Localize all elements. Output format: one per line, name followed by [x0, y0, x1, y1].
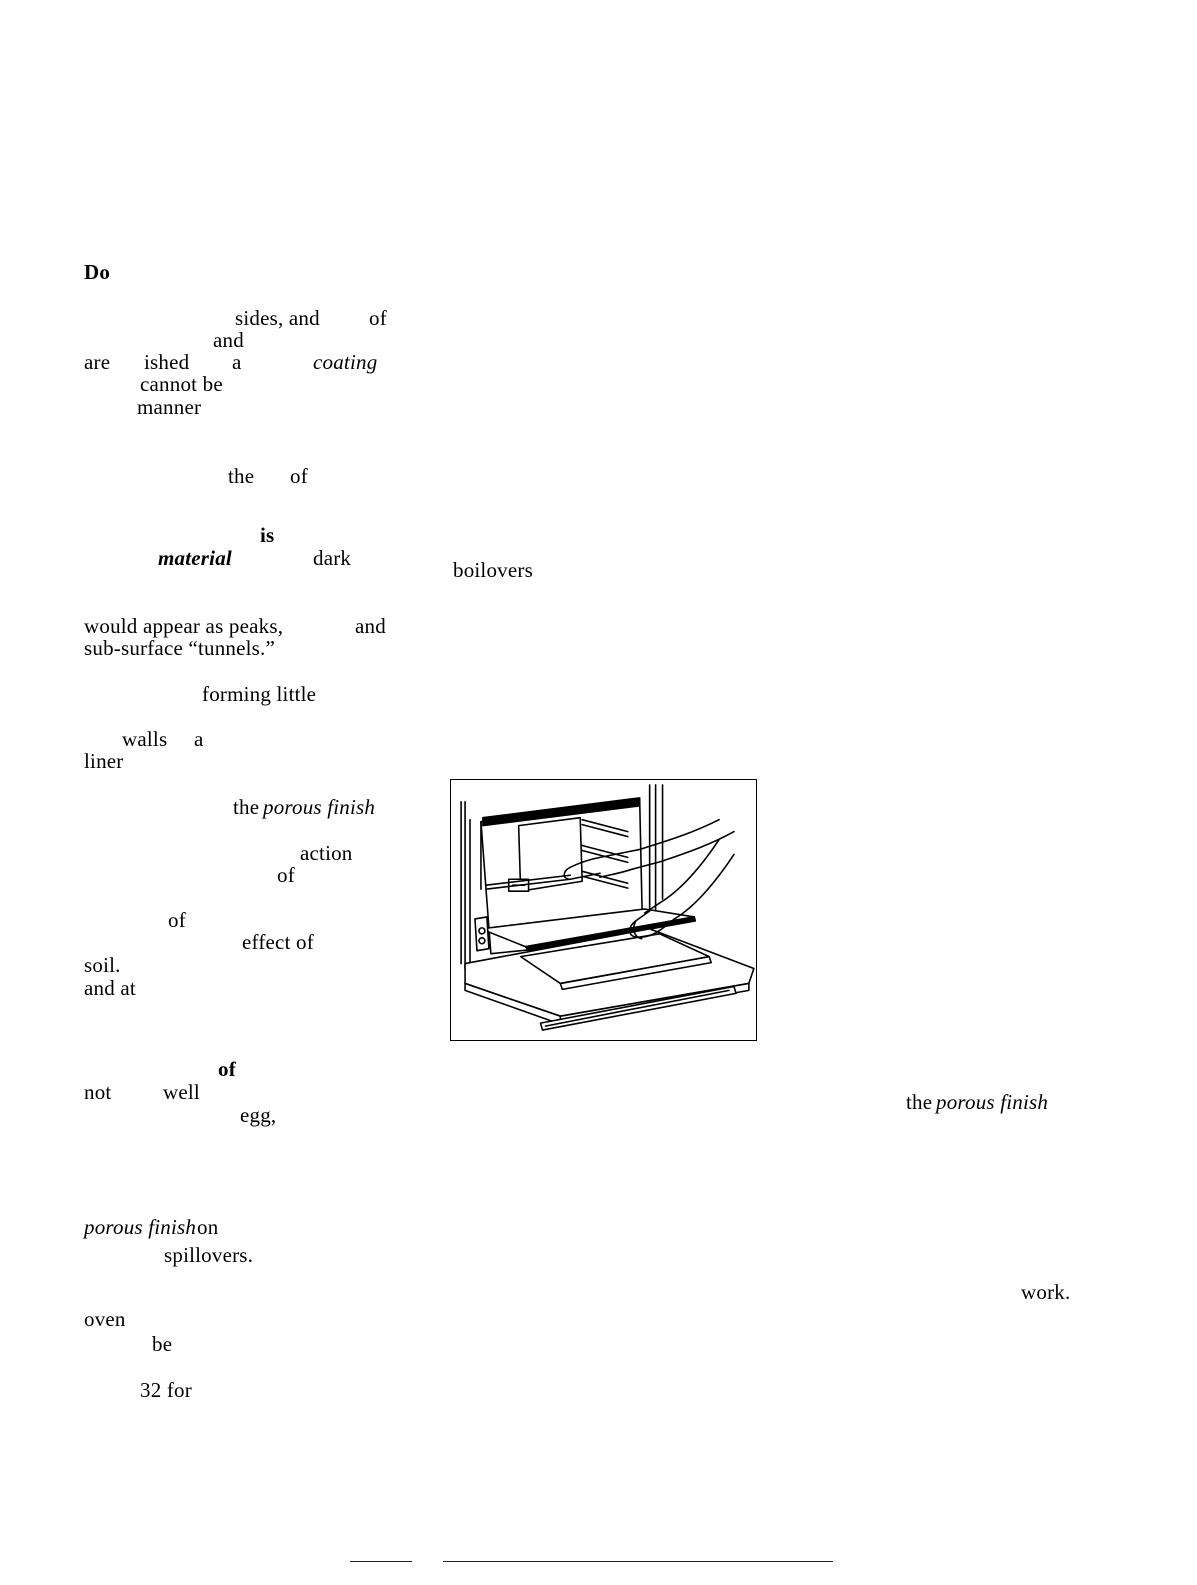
text-fragment-soil: soil. — [84, 953, 121, 977]
text-fragment-spillovers: spillovers. — [164, 1243, 254, 1267]
oven-liner-removal-illustration — [450, 779, 757, 1041]
text-fragment-manner: manner — [137, 395, 202, 419]
text-fragment-the: the — [233, 795, 260, 819]
text-fragment-forming-little: forming little — [202, 682, 317, 706]
text-fragment-a: a — [194, 727, 204, 751]
text-fragment-are: are — [84, 350, 111, 374]
text-fragment-boilovers: boilovers — [453, 558, 533, 582]
text-fragment-32-for: 32 for — [140, 1378, 192, 1402]
oven-liner-removal-icon — [460, 784, 755, 1031]
text-fragment-the: the — [906, 1090, 933, 1114]
text-fragment-of: of — [168, 908, 186, 932]
text-fragment-dark: dark — [313, 546, 352, 570]
footer-rule — [443, 1561, 833, 1562]
text-fragment-porous-finish: porous finish — [84, 1215, 197, 1239]
text-fragment-walls: walls — [122, 727, 168, 751]
text-fragment-sides-and: sides, and — [235, 306, 320, 330]
text-fragment-and-at: and at — [84, 976, 136, 1000]
text-fragment-of: of — [277, 863, 295, 887]
text-fragment-cannot-be: cannot be — [140, 372, 223, 396]
text-fragment-would-appear: would appear as peaks, — [84, 614, 284, 638]
text-fragment-do: Do — [84, 260, 111, 284]
text-fragment-the: the — [228, 464, 255, 488]
text-fragment-oven: oven — [84, 1307, 126, 1331]
text-fragment-of-bold: of — [218, 1057, 236, 1081]
text-fragment-sub-surface: sub-surface “tunnels.” — [84, 636, 275, 660]
text-fragment-not: not — [84, 1080, 112, 1104]
text-fragment-egg: egg, — [240, 1103, 277, 1127]
text-fragment-and: and — [213, 328, 244, 352]
text-fragment-action: action — [300, 841, 353, 865]
text-fragment-and: and — [355, 614, 386, 638]
text-fragment-work: work. — [1021, 1280, 1071, 1304]
text-fragment-coating: coating — [313, 350, 378, 374]
text-fragment-be: be — [152, 1332, 173, 1356]
text-fragment-well: well — [163, 1080, 200, 1104]
text-fragment-liner: liner — [84, 749, 124, 773]
text-fragment-is: is — [260, 523, 275, 547]
text-fragment-of: of — [290, 464, 308, 488]
text-fragment-of: of — [369, 306, 387, 330]
text-fragment-material: material — [158, 546, 232, 570]
text-fragment-effect-of: effect of — [242, 930, 314, 954]
text-fragment-porous-finish: porous finish — [936, 1090, 1049, 1114]
text-fragment-on: on — [197, 1215, 219, 1239]
text-fragment-a: a — [232, 350, 242, 374]
footer-rule — [350, 1561, 412, 1562]
text-fragment-ished: ished — [144, 350, 190, 374]
text-fragment-porous-finish: porous finish — [263, 795, 376, 819]
